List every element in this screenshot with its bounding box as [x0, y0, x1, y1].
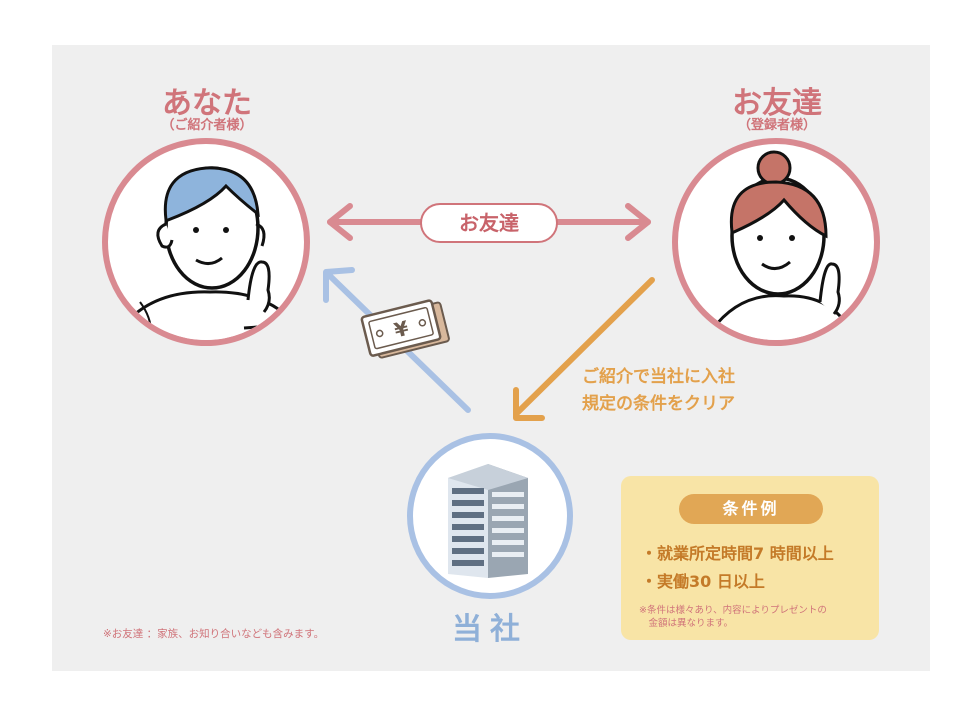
you-avatar	[102, 138, 310, 346]
building-icon	[448, 464, 528, 578]
you-title: あなた	[162, 86, 252, 121]
condition-item: ・実働30 日以上	[641, 572, 765, 591]
company-circle	[407, 433, 573, 599]
conditions-title: 条件例	[679, 494, 823, 524]
company-label: 当社	[452, 612, 528, 647]
conditions-box: 条件例 ・就業所定時間7 時間以上 ・実働30 日以上 ※条件は様々あり、内容に…	[621, 476, 879, 640]
friend-avatar	[672, 138, 880, 346]
conditions-note: ※条件は様々あり、内容によりプレゼントの 金額は異なります。	[639, 605, 827, 629]
relation-label: お友達	[420, 203, 558, 243]
orange-arrow	[513, 277, 655, 421]
friend-title: お友達	[732, 86, 822, 121]
footnote: ※お友達 ：家族、お知り合いなども含みます。	[103, 628, 325, 640]
condition-text: ご紹介で当社に入社 規定の条件をクリア	[582, 367, 735, 414]
condition-item: ・就業所定時間7 時間以上	[641, 544, 834, 563]
yen-symbol: ¥	[392, 316, 411, 343]
money-bill-icon: ¥	[360, 299, 450, 359]
you-subtitle: （ご紹介者様）	[161, 118, 253, 133]
friend-subtitle: （登録者様）	[737, 118, 816, 133]
